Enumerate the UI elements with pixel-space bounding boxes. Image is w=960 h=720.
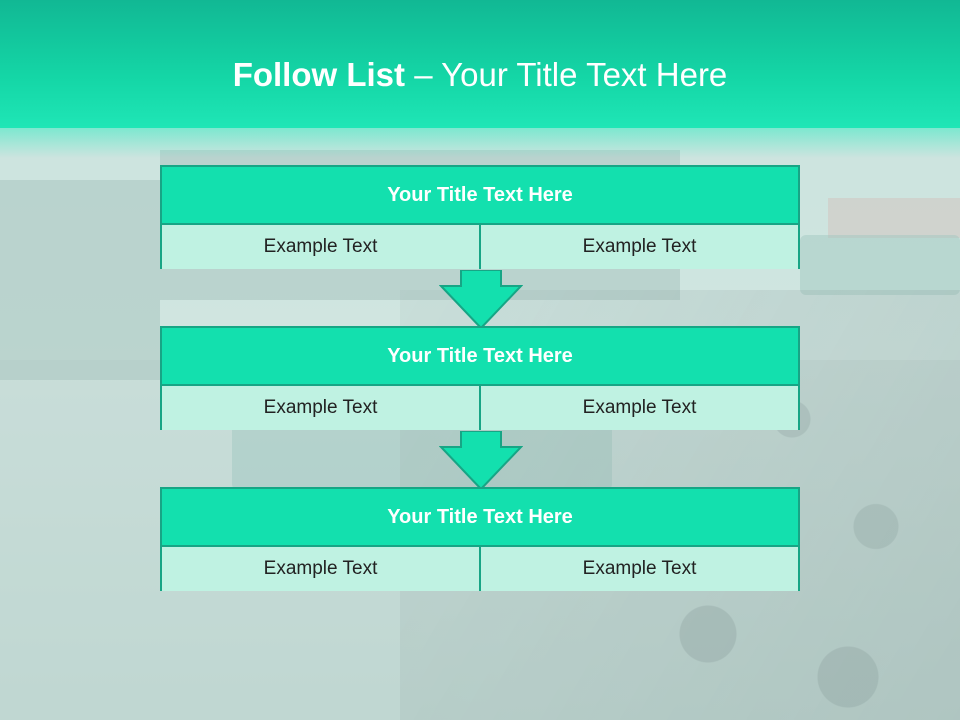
step-title: Your Title Text Here [162,328,798,386]
step-box-2: Your Title Text Here Example Text Exampl… [160,326,800,430]
slide-title-bold: Follow List [232,56,406,93]
down-arrow-icon [439,431,523,491]
step-cell-left: Example Text [162,225,481,269]
step-cell-right: Example Text [481,547,798,591]
title-bar [0,0,960,128]
step-box-3: Your Title Text Here Example Text Exampl… [160,487,800,591]
step-title: Your Title Text Here [162,489,798,547]
step-cell-left: Example Text [162,547,481,591]
slide-title: Follow List – Your Title Text Here [0,56,960,94]
step-cell-left: Example Text [162,386,481,430]
step-title: Your Title Text Here [162,167,798,225]
step-cell-right: Example Text [481,225,798,269]
slide-title-rest: – Your Title Text Here [405,56,728,93]
step-box-1: Your Title Text Here Example Text Exampl… [160,165,800,269]
step-cell-right: Example Text [481,386,798,430]
down-arrow-icon [439,270,523,330]
